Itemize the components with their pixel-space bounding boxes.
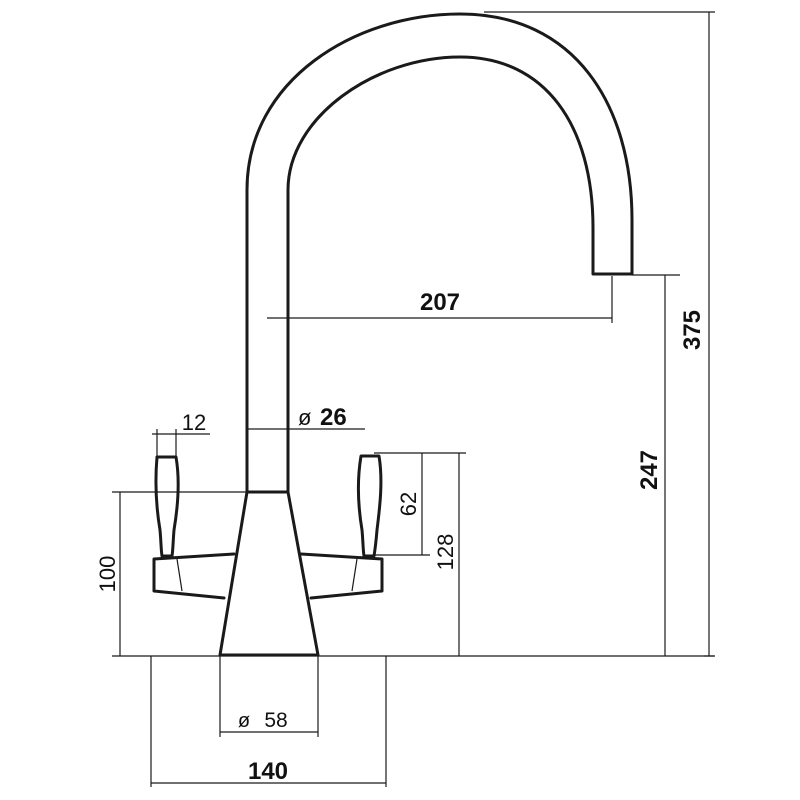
diameter-symbol: ø bbox=[298, 405, 311, 430]
right-lever bbox=[356, 454, 383, 558]
dim-label-247: 247 bbox=[636, 450, 663, 490]
left-handle-arm bbox=[152, 552, 236, 600]
dim-label-62: 62 bbox=[396, 492, 421, 516]
diameter-symbol-base: ø bbox=[238, 710, 250, 732]
dim-label-58: 58 bbox=[264, 709, 287, 732]
right-arm-detail-line bbox=[351, 558, 358, 592]
dim-label-375: 375 bbox=[679, 310, 706, 350]
dim-label-140: 140 bbox=[248, 758, 288, 785]
body-outline bbox=[218, 490, 320, 657]
dim-label-128: 128 bbox=[433, 534, 458, 571]
left-arm-detail-line bbox=[176, 558, 183, 592]
dim-label-26: 26 bbox=[320, 404, 347, 431]
dimension-lines bbox=[112, 11, 715, 787]
dim-label-100: 100 bbox=[95, 556, 120, 593]
right-handle-arm bbox=[299, 552, 384, 600]
dim-label-207: 207 bbox=[420, 289, 460, 316]
left-lever bbox=[154, 455, 180, 558]
spout-outline bbox=[245, 12, 634, 494]
dim-label-12: 12 bbox=[182, 410, 206, 435]
